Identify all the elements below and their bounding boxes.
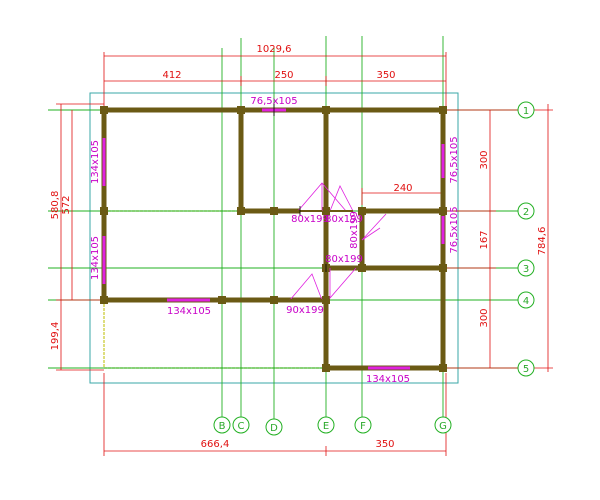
column-axis-markers: [213, 416, 452, 436]
dim-top-total: 1029,6: [257, 44, 292, 55]
label-door-d3: 80x199: [349, 211, 360, 249]
row-axis-2-label: 2: [523, 207, 529, 218]
dim-top-segment-3: 350: [376, 70, 395, 81]
row-axis-markers: [517, 101, 535, 377]
label-door-d1: 80x199: [291, 214, 329, 225]
dim-left-inner: 572: [61, 195, 72, 214]
door-leaves: [290, 210, 353, 301]
row-axis-4-label: 4: [523, 296, 529, 307]
row-axis-3-label: 3: [523, 264, 529, 275]
row-axis-1-label: 1: [523, 106, 529, 117]
label-right-window-lower: 76,5x105: [449, 206, 460, 253]
dim-left-lower: 199,4: [50, 322, 61, 351]
label-door-d2: 80x199: [325, 214, 363, 225]
column-axis-b-label: B: [219, 421, 226, 432]
door-swings: [289, 182, 387, 301]
label-right-window-upper: 76,5x105: [449, 136, 460, 183]
label-bottom-window-right: 134x105: [366, 374, 410, 385]
dim-top-segment-1: 412: [162, 70, 181, 81]
dim-bottom-right: 350: [375, 439, 394, 450]
label-door-d5: 90x199: [286, 305, 324, 316]
dim-bottom-left: 666,4: [201, 439, 230, 450]
walls: [101, 107, 446, 371]
label-left-window-lower: 134x105: [90, 236, 101, 280]
dim-right-segment-2: 167: [479, 230, 490, 249]
dimension-lines: [56, 52, 553, 456]
column-axis-d-label: D: [270, 423, 278, 434]
dim-left-outer: 580,8: [50, 191, 61, 220]
terrace-lines: [103, 210, 326, 369]
label-top-window: 76,5x105: [250, 96, 297, 107]
label-left-window-upper: 134x105: [90, 140, 101, 184]
window-openings: [102, 108, 445, 370]
column-axis-g-label: G: [439, 421, 447, 432]
label-bottom-window-middle: 134x105: [167, 306, 211, 317]
label-door-d4: 80x199: [325, 254, 363, 265]
dim-room-width: 240: [393, 183, 412, 194]
dim-right-segment-1: 300: [479, 150, 490, 169]
column-axis-f-label: F: [360, 421, 366, 432]
column-axis-e-label: E: [323, 421, 329, 432]
row-axis-5-label: 5: [523, 364, 529, 375]
dim-right-total: 784,6: [537, 227, 548, 256]
dim-right-segment-3: 300: [479, 308, 490, 327]
wall-joints: [100, 106, 447, 372]
dim-top-segment-2: 250: [274, 70, 293, 81]
column-axis-c-label: C: [238, 421, 245, 432]
